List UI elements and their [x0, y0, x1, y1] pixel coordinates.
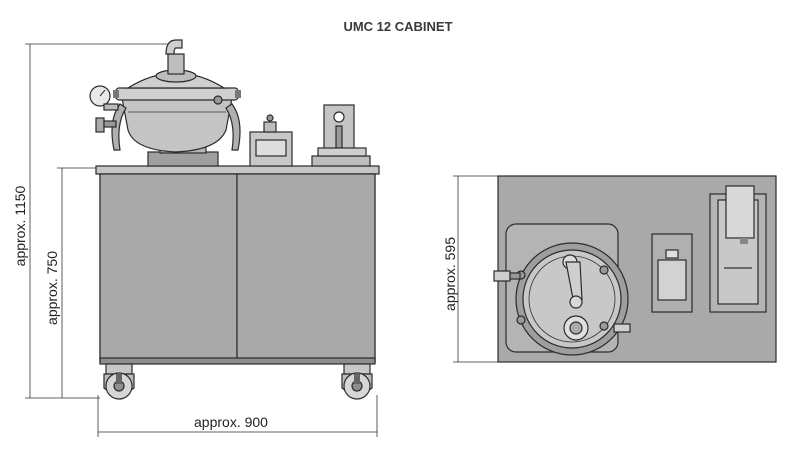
cabinet-top-plate [95, 165, 380, 175]
cabinet-height-label: approx. 750 [44, 251, 60, 325]
valve [95, 117, 105, 133]
drawing-title: UMC 12 CABINET [343, 19, 452, 34]
caster-right [341, 363, 373, 400]
front-view: approx. 1150 approx. 750 approx. 900 [12, 39, 380, 437]
kettle [89, 39, 241, 167]
overall-height-label: approx. 1150 [12, 185, 28, 266]
top-view: approx. 595 [442, 175, 777, 363]
kettle-top [493, 242, 631, 356]
caster-left [103, 363, 135, 400]
width-label: approx. 900 [194, 414, 268, 430]
cabinet-base-strip [99, 357, 376, 365]
dimension-width: approx. 900 [97, 395, 378, 437]
dimension-depth: approx. 595 [442, 175, 498, 363]
control-box-top [651, 233, 693, 313]
dimension-overall-height: approx. 1150 [12, 43, 170, 399]
cabinet-door-right [236, 173, 376, 363]
drive-unit [311, 104, 371, 167]
dimension-cabinet-height: approx. 750 [44, 167, 100, 398]
control-box [249, 114, 293, 167]
drive-unit-top [709, 185, 767, 313]
depth-label: approx. 595 [442, 237, 458, 311]
cabinet-door-left [99, 173, 238, 363]
